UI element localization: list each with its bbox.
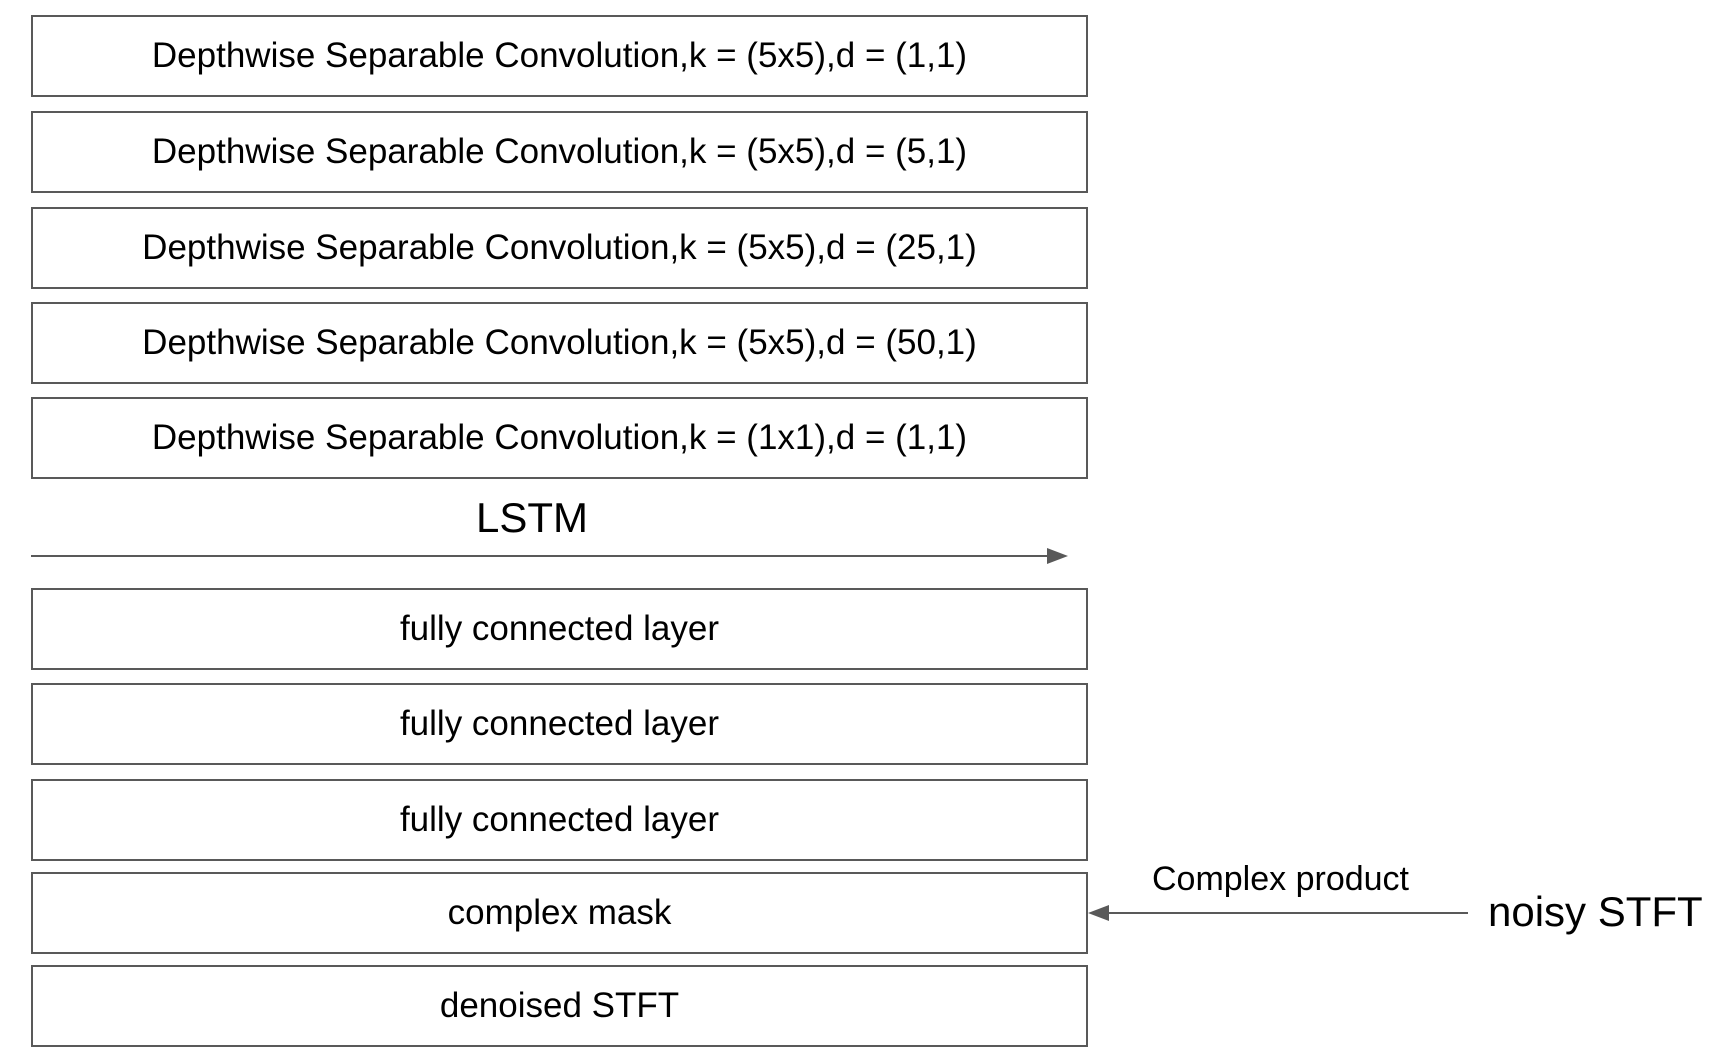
complex-product-arrow bbox=[1088, 905, 1468, 921]
lstm-label: LSTM bbox=[475, 494, 588, 541]
complex-product-arrow-head bbox=[1088, 905, 1109, 921]
conv-layer-1-label: Depthwise Separable Convolution,k = (5x5… bbox=[151, 36, 968, 75]
conv-layer-4-label: Depthwise Separable Convolution,k = (5x5… bbox=[142, 323, 977, 362]
lstm-arrow bbox=[31, 548, 1068, 564]
conv-layer-3-label: Depthwise Separable Convolution,k = (5x5… bbox=[142, 228, 977, 267]
fc-layer-2-label: fully connected layer bbox=[399, 704, 720, 743]
conv-layer-5-label: Depthwise Separable Convolution,k = (1x1… bbox=[151, 418, 968, 457]
denoised-stft-label: denoised STFT bbox=[439, 986, 680, 1025]
complex-product-label: Complex product bbox=[1151, 860, 1409, 898]
fc-layer-1-label: fully connected layer bbox=[399, 609, 720, 648]
lstm-arrow-head bbox=[1047, 548, 1068, 564]
conv-layer-3-box: Depthwise Separable Convolution,k = (5x5… bbox=[31, 207, 1088, 289]
noisy-stft-label: noisy STFT bbox=[1488, 888, 1703, 935]
fc-layer-3-box: fully connected layer bbox=[31, 779, 1088, 861]
conv-layer-4-box: Depthwise Separable Convolution,k = (5x5… bbox=[31, 302, 1088, 384]
fc-layer-1-box: fully connected layer bbox=[31, 588, 1088, 670]
conv-layer-2-label: Depthwise Separable Convolution,k = (5x5… bbox=[151, 132, 968, 171]
denoised-stft-box: denoised STFT bbox=[31, 965, 1088, 1047]
conv-layer-1-box: Depthwise Separable Convolution,k = (5x5… bbox=[31, 15, 1088, 97]
conv-layer-5-box: Depthwise Separable Convolution,k = (1x1… bbox=[31, 397, 1088, 479]
fc-layer-3-label: fully connected layer bbox=[399, 800, 720, 839]
complex-mask-box: complex mask bbox=[31, 872, 1088, 954]
complex-mask-label: complex mask bbox=[447, 893, 672, 932]
fc-layer-2-box: fully connected layer bbox=[31, 683, 1088, 765]
conv-layer-2-box: Depthwise Separable Convolution,k = (5x5… bbox=[31, 111, 1088, 193]
